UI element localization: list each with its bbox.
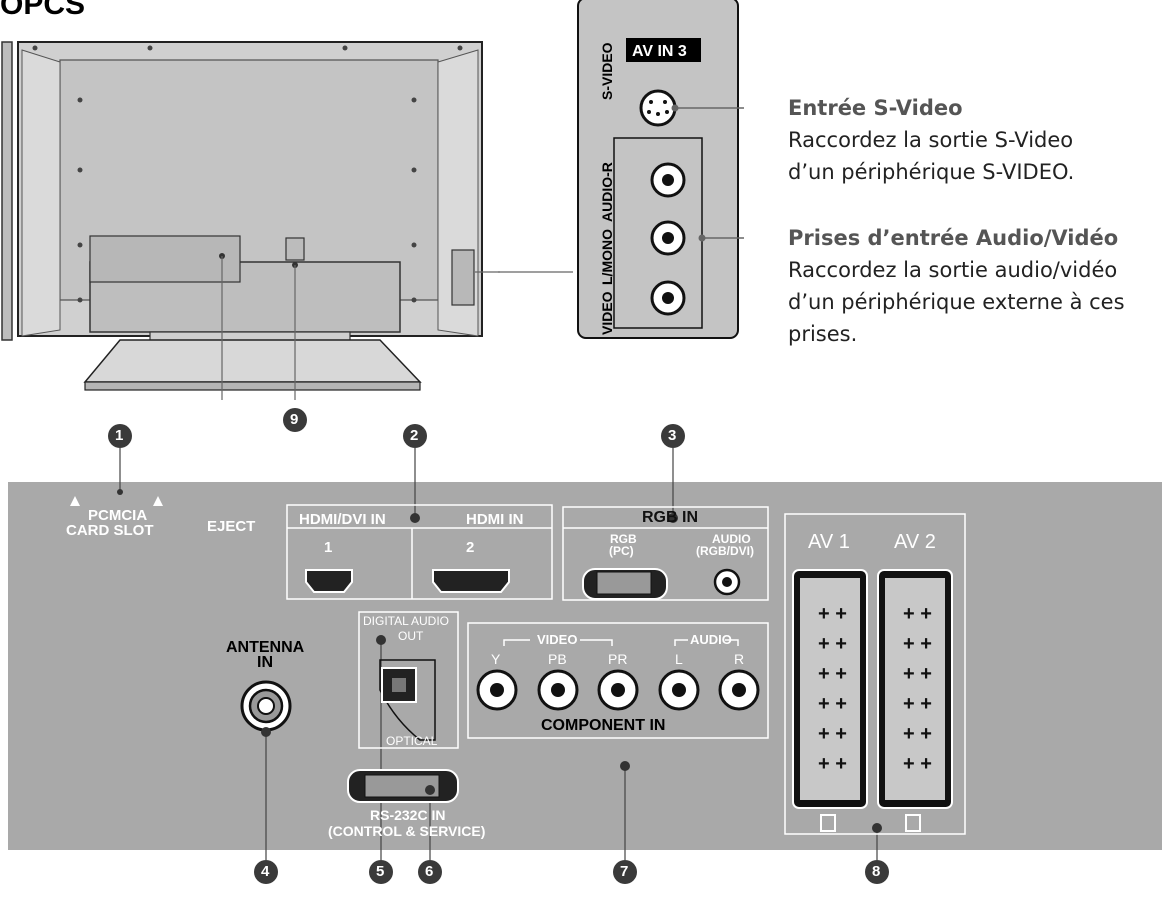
eject-label: EJECT bbox=[207, 518, 256, 535]
rear-connection-panel bbox=[8, 482, 1162, 850]
av1-label: AV 1 bbox=[808, 531, 850, 553]
marker-3 bbox=[661, 424, 685, 448]
component-y-label: Y bbox=[491, 651, 501, 667]
component-video-label: VIDEO bbox=[537, 632, 578, 647]
audio-rgb-label-line2: (RGB/DVI) bbox=[696, 544, 754, 558]
side-panel-leader bbox=[498, 271, 573, 273]
component-pr-label: PR bbox=[608, 651, 628, 667]
svg-text:+ +: + + bbox=[818, 753, 847, 775]
component-audio-label: AUDIO bbox=[690, 632, 732, 647]
rear-panel-artwork: + + + + + + + + + + + + + + + + + + + + … bbox=[70, 448, 966, 860]
svg-text:+ +: + + bbox=[818, 633, 847, 655]
av-in3-label: AV IN 3 bbox=[632, 43, 687, 60]
hdmi-in-label: HDMI IN bbox=[466, 511, 524, 528]
digital-audio-label-line1: DIGITAL AUDIO bbox=[363, 614, 450, 628]
av2-label: AV 2 bbox=[894, 531, 936, 553]
svideo-callout: Entrée S-Video Raccordez la sortie S-Vid… bbox=[788, 92, 1074, 188]
audio-rgb-label-line1: AUDIO bbox=[712, 532, 751, 546]
marker-label-6: 6 bbox=[425, 863, 434, 880]
marker-label-7: 7 bbox=[620, 863, 629, 880]
antenna-label-line2: IN bbox=[257, 654, 273, 671]
marker-2 bbox=[403, 424, 427, 448]
svg-text:+ +: + + bbox=[903, 663, 932, 685]
svg-text:+ +: + + bbox=[903, 603, 932, 625]
hdmi-port-1-label: 1 bbox=[324, 539, 333, 556]
svg-text:+ +: + + bbox=[818, 723, 847, 745]
marker-4 bbox=[254, 860, 278, 884]
marker-label-8: 8 bbox=[872, 863, 881, 880]
marker-8 bbox=[865, 860, 889, 884]
pcmcia-label-line1: PCMCIA bbox=[88, 507, 148, 524]
optical-label: OPTICAL bbox=[386, 734, 438, 748]
rgb-pc-label-line2: (PC) bbox=[609, 544, 634, 558]
av-callout-line2: d’un périphérique externe à ces bbox=[788, 290, 1125, 314]
marker-label-1: 1 bbox=[115, 427, 124, 444]
av-callout-line3: prises. bbox=[788, 322, 858, 346]
component-r-label: R bbox=[734, 651, 745, 667]
component-in-label: COMPONENT IN bbox=[541, 717, 666, 734]
svg-text:+ +: + + bbox=[903, 723, 932, 745]
svg-text:+ +: + + bbox=[903, 753, 932, 775]
header-title: OPCS bbox=[0, 0, 86, 21]
svg-text:+ +: + + bbox=[903, 693, 932, 715]
marker-6 bbox=[418, 860, 442, 884]
pcmcia-label-line2: CARD SLOT bbox=[66, 522, 154, 539]
svg-text:+ +: + + bbox=[903, 633, 932, 655]
av-in3-panel bbox=[577, 0, 744, 339]
marker-label-4: 4 bbox=[261, 863, 270, 880]
hdmi-port-2-label: 2 bbox=[466, 539, 475, 556]
svg-text:+ +: + + bbox=[818, 693, 847, 715]
av-callout: Prises d’entrée Audio/Vidéo Raccordez la… bbox=[788, 222, 1125, 350]
antenna-label-line1: ANTENNA bbox=[226, 639, 305, 656]
digital-audio-label-line2: OUT bbox=[398, 629, 424, 643]
av-callout-line1: Raccordez la sortie audio/vidéo bbox=[788, 258, 1118, 282]
rs232-label-line1: RS-232C IN bbox=[370, 807, 446, 823]
tv-rear-illustration bbox=[1, 41, 500, 400]
svg-text:+ +: + + bbox=[818, 603, 847, 625]
svideo-callout-title: Entrée S-Video bbox=[788, 96, 963, 120]
marker-label-2: 2 bbox=[410, 427, 419, 444]
marker-label-3: 3 bbox=[668, 427, 677, 444]
rgb-pc-label-line1: RGB bbox=[610, 532, 637, 546]
marker-9 bbox=[283, 408, 307, 432]
marker-label-5: 5 bbox=[376, 863, 385, 880]
marker-7 bbox=[613, 860, 637, 884]
marker-1 bbox=[108, 424, 132, 448]
av-callout-title: Prises d’entrée Audio/Vidéo bbox=[788, 226, 1119, 250]
svideo-callout-line1: Raccordez la sortie S-Video bbox=[788, 128, 1074, 152]
component-l-label: L bbox=[675, 651, 683, 667]
svideo-callout-line2: d’un périphérique S-VIDEO. bbox=[788, 160, 1075, 184]
svg-text:+ +: + + bbox=[818, 663, 847, 685]
marker-5 bbox=[369, 860, 393, 884]
marker-label-9: 9 bbox=[290, 411, 299, 428]
component-pb-label: PB bbox=[548, 651, 567, 667]
rs232-label-line2: (CONTROL & SERVICE) bbox=[328, 823, 486, 839]
rgb-in-label: RGB IN bbox=[642, 509, 698, 526]
hdmi-dvi-in-label: HDMI/DVI IN bbox=[299, 511, 386, 528]
